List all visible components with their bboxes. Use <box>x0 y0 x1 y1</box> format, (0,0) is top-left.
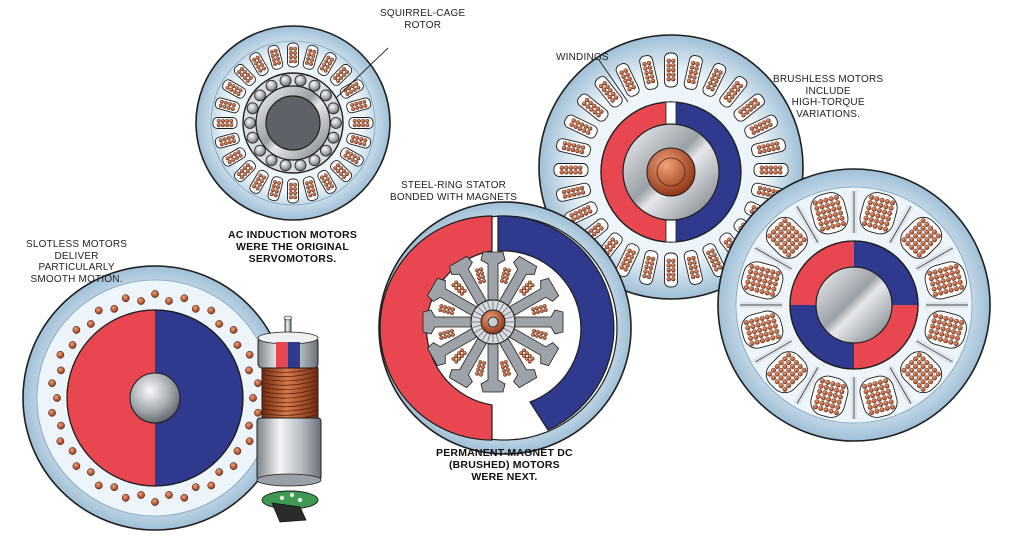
permanent-magnet-dc-motor <box>378 201 632 455</box>
ac-induction-caption: AC INDUCTION MOTORS WERE THE ORIGINAL SE… <box>228 229 358 265</box>
squirrel-cage-rotor-label: SQUIRREL-CAGE ROTOR <box>380 8 466 31</box>
slotless-motor <box>22 265 288 531</box>
high-torque-brushless-motor <box>717 168 991 442</box>
slotless-motor-cutaway <box>256 315 322 523</box>
brushless-motor-windings <box>538 34 804 300</box>
pm-dc-caption: PERMANENT-MAGNET DC (BRUSHED) MOTORS WER… <box>436 447 573 483</box>
steel-ring-stator-label: STEEL-RING STATOR BONDED WITH MAGNETS <box>390 180 518 203</box>
windings-label: WINDINGS <box>556 52 609 63</box>
slotless-caption: SLOTLESS MOTORS DELIVER PARTICULARLY SMO… <box>26 239 128 285</box>
brushless-caption: BRUSHLESS MOTORS INCLUDE HIGH-TORQUE VAR… <box>773 74 884 120</box>
ac-induction-motor <box>195 25 391 221</box>
